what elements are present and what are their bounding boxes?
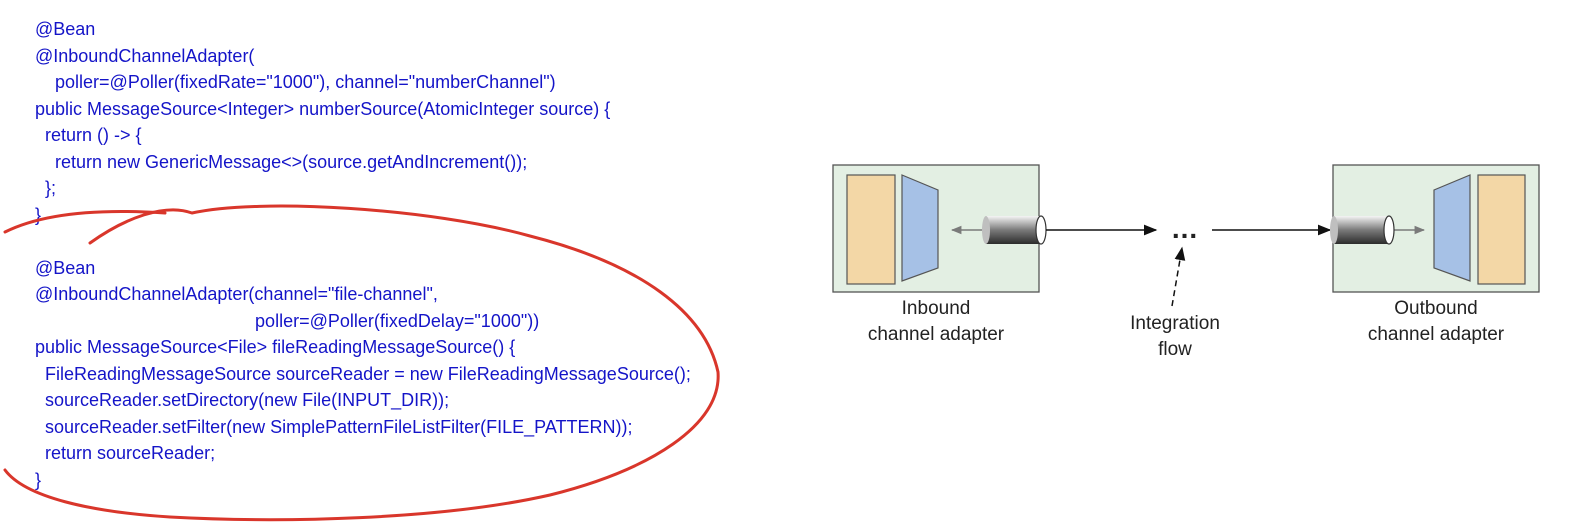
code-line: return () -> { [35, 125, 142, 145]
outbound-cylinder-right-cap [1383, 215, 1395, 245]
integration-label: Integration flow [1095, 311, 1255, 363]
code-line: sourceReader.setDirectory(new File(INPUT… [35, 390, 450, 410]
code-line: @InboundChannelAdapter( [35, 45, 255, 66]
code-line: poller=@Poller(fixedDelay="1000")) [35, 310, 540, 331]
integration-flow-pointer [1171, 246, 1186, 307]
code-line: return new GenericMessage<>(source.getAn… [35, 151, 528, 172]
outbound-blue-trapezoid [1433, 174, 1471, 282]
inbound-cylinder-left-cap [982, 216, 990, 244]
code-line: } [35, 204, 42, 225]
code-line: public MessageSource<File> fileReadingMe… [35, 337, 516, 357]
outbound-tan-block [1477, 174, 1526, 285]
code-listing: @Bean @InboundChannelAdapter( poller=@Pol… [35, 16, 691, 493]
outbound-cylinder-left-cap [1330, 216, 1338, 244]
outbound-label-line1: Outbound [1394, 298, 1478, 319]
outbound-label-line2: channel adapter [1367, 324, 1505, 345]
inbound-tan-block [846, 174, 896, 285]
code-line: FileReadingMessageSource sourceReader = … [35, 363, 691, 384]
inbound-label-line2: channel adapter [867, 324, 1005, 345]
code-line: }; [35, 178, 57, 198]
outbound-label: Outbound channel adapter [1336, 296, 1536, 348]
outbound-channel-cylinder [1334, 216, 1389, 244]
inbound-cylinder-right-cap [1035, 215, 1047, 245]
code-line: poller=@Poller(fixedRate="1000"), channe… [35, 72, 556, 92]
code-line: @Bean [35, 19, 96, 39]
integration-label-line1: Integration [1130, 313, 1220, 334]
inbound-adapter [832, 164, 1047, 293]
code-line: @Bean [35, 257, 96, 278]
inbound-blue-trapezoid [901, 174, 939, 282]
code-line: sourceReader.setFilter(new SimplePattern… [35, 416, 633, 437]
channel-adapter-diagram [832, 164, 1540, 307]
code-line: @InboundChannelAdapter(channel="file-cha… [35, 284, 438, 304]
code-line: public MessageSource<Integer> numberSour… [35, 98, 611, 119]
code-line: return sourceReader; [35, 443, 216, 463]
code-line: } [35, 469, 42, 490]
outbound-adapter [1330, 164, 1540, 293]
inbound-label: Inbound channel adapter [836, 296, 1036, 348]
inbound-label-line1: Inbound [901, 298, 971, 319]
integration-label-line2: flow [1158, 339, 1192, 360]
inbound-channel-cylinder [986, 216, 1041, 244]
integration-dots: ... [1171, 213, 1199, 244]
code-line [35, 228, 691, 255]
